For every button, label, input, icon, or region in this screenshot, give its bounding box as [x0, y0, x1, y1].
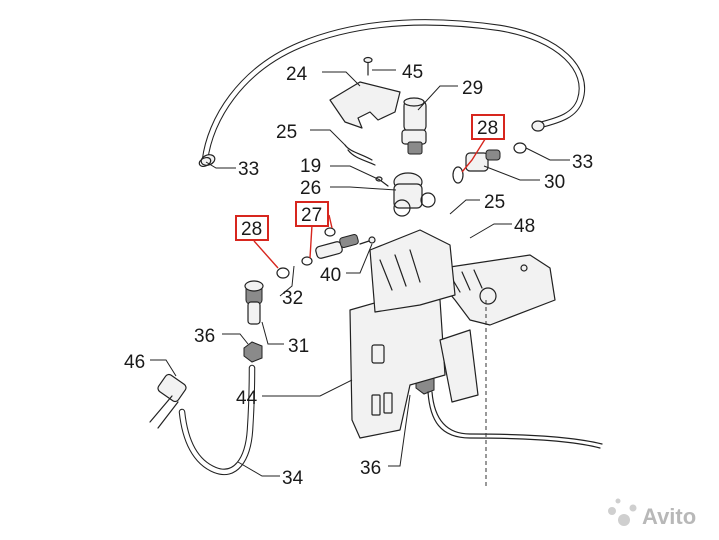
- callout-26: 26: [300, 178, 321, 199]
- callout-48: 48: [514, 216, 535, 237]
- part-25-clip: [344, 144, 376, 166]
- clip-33-left: [198, 156, 212, 168]
- clip-33-right: [513, 142, 527, 154]
- part-46-connector: [149, 373, 187, 429]
- callout-36-bottom: 36: [360, 458, 381, 479]
- callout-31: 31: [288, 336, 309, 357]
- part-19-screw: [375, 176, 389, 187]
- callout-19: 19: [300, 156, 321, 177]
- callout-33-left: 33: [238, 159, 259, 180]
- callout-28-left: 28: [241, 219, 262, 240]
- callout-25-mid: 25: [484, 192, 505, 213]
- highlight-leader-lines: [253, 135, 488, 269]
- callout-27: 27: [301, 205, 322, 226]
- part-40-pin: [359, 236, 376, 245]
- highlight-box-28-top: [471, 114, 505, 140]
- callout-36-left: 36: [194, 326, 215, 347]
- part-29-valve: [401, 97, 427, 155]
- callout-29: 29: [462, 78, 483, 99]
- power-cable: [427, 391, 603, 449]
- watermark: Avito: [608, 498, 696, 529]
- part-44-body: [349, 229, 479, 439]
- part-32-oring: [301, 256, 313, 266]
- top-hose: [200, 19, 585, 166]
- part-36-nut-left: [243, 341, 263, 363]
- part-28-oring-left: [276, 267, 290, 279]
- avito-logo-icon: [608, 498, 637, 526]
- leader-lines: [150, 69, 570, 477]
- callout-45: 45: [402, 62, 423, 83]
- part-26-connector: [393, 172, 436, 217]
- highlight-box-27: [295, 201, 329, 227]
- part-45-screw: [363, 56, 373, 76]
- callout-44: 44: [236, 388, 258, 409]
- part-34-hose: [178, 364, 256, 475]
- callout-33-right: 33: [572, 152, 593, 173]
- callout-40: 40: [320, 265, 341, 286]
- watermark-text: Avito: [642, 504, 696, 529]
- part-24-plate: [329, 81, 401, 129]
- callout-28-top: 28: [477, 118, 498, 139]
- part-27-fitting: [315, 227, 359, 259]
- callout-34: 34: [282, 468, 304, 489]
- callout-30: 30: [544, 172, 565, 193]
- callout-25-top: 25: [276, 122, 297, 143]
- callout-24: 24: [286, 64, 308, 85]
- callout-46: 46: [124, 352, 145, 373]
- highlight-box-28-left: [235, 215, 269, 241]
- part-48-bracket: [429, 254, 556, 326]
- part-30-fitting: [452, 149, 501, 184]
- part-31-elbow: [244, 280, 264, 325]
- callout-32: 32: [282, 288, 303, 309]
